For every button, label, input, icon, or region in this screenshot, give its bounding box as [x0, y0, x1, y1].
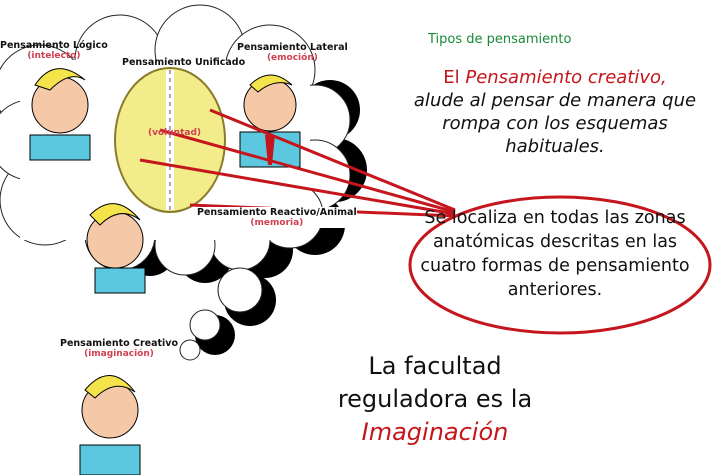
pointer-lines	[139, 108, 456, 218]
label-logical: Pensamiento Lógico(intelecto)	[0, 40, 108, 61]
slide-title: Tipos de pensamiento	[428, 32, 572, 47]
person-logical-icon	[29, 68, 91, 161]
label-creative: Pensamiento Creativo(imaginación)	[60, 338, 178, 359]
label-unified: Pensamiento Unificado	[122, 57, 246, 68]
person-creative-icon	[79, 375, 141, 475]
highlight-oval	[408, 195, 712, 335]
oval-text: Se localiza en todas las zonas anatómica…	[420, 208, 690, 300]
label-will: (voluntad)	[148, 128, 201, 138]
person-reactive-icon	[86, 203, 146, 294]
label-reactive: Pensamiento Reactivo/Animal(memoria)	[197, 207, 357, 228]
creative-description: El Pensamiento creativo,alude al pensar …	[413, 67, 697, 157]
label-lateral: Pensamiento Lateral(emoción)	[237, 42, 348, 63]
brain-icon	[114, 67, 226, 213]
